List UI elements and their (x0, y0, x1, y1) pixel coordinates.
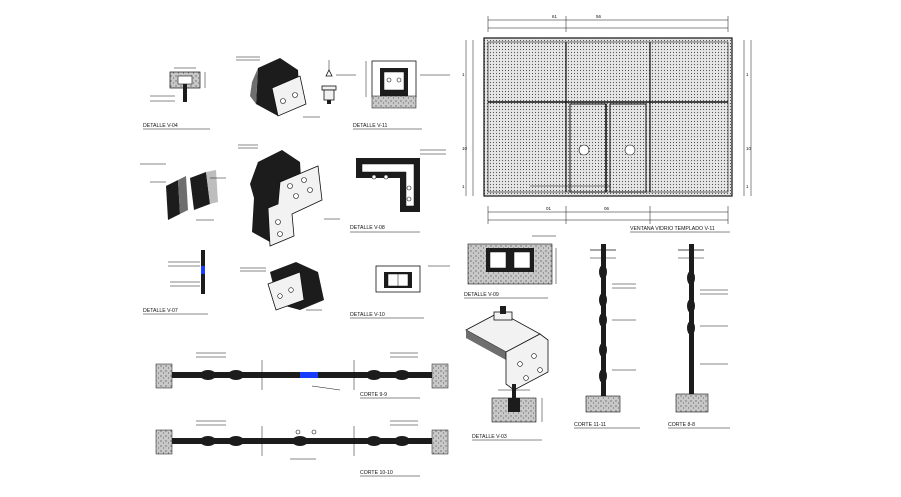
detalle-v08-title: DETALLE V-08 (350, 225, 385, 231)
detalle-v10: DETALLE V-10 (350, 265, 450, 319)
top-dim-1: 61 (552, 14, 558, 19)
corte-8-8: CORTE 8-8 (668, 244, 730, 429)
corte-9-9-title: CORTE 9-9 (360, 392, 387, 398)
detalle-v08: DETALLE V-08 (350, 149, 446, 233)
detalle-v07-title: DETALLE V-07 (143, 308, 178, 314)
detalle-v04-title: DETALLE V-04 (143, 123, 178, 129)
left-dim-3: 1 (462, 184, 465, 189)
corte-11-11-title: CORTE 11-11 (574, 422, 606, 428)
left-dim-2: 10 (462, 146, 468, 151)
right-dim-2: 10 (746, 146, 752, 151)
window-elevation: 61 56 1 10 1 1 10 1 01 06 VENTA (462, 14, 752, 233)
detalle-v10-title: DETALLE V-10 (350, 312, 385, 318)
detalle-v03-title: DETALLE V-03 (472, 434, 507, 440)
detalle-v07: DETALLE V-07 (143, 250, 208, 315)
window-elevation-title: VENTANA VIDRIO TEMPLADO V-11 (630, 226, 715, 232)
bottom-dim-1: 01 (546, 206, 552, 211)
right-dim-3: 1 (746, 184, 749, 189)
detalle-v11: DETALLE V-11 (353, 60, 450, 130)
clip-3d-detail (140, 163, 226, 221)
corte-11-11: CORTE 11-11 (574, 244, 640, 429)
small-plate-3d (240, 262, 324, 311)
detalle-v11-title: DETALLE V-11 (353, 123, 388, 129)
detalle-v09: DETALLE V-09 (464, 235, 557, 299)
detalle-v03: DETALLE V-03 (465, 306, 549, 441)
corte-9-9: CORTE 9-9 (155, 352, 449, 399)
detalle-v04: DETALLE V-04 (143, 67, 210, 130)
bolt-detail (321, 60, 356, 104)
bottom-dim-2: 06 (604, 206, 610, 211)
corte-10-10: CORTE 10-10 (155, 420, 449, 477)
corte-8-8-title: CORTE 8-8 (668, 422, 695, 428)
corte-10-10-title: CORTE 10-10 (360, 470, 393, 476)
left-dim-1: 1 (462, 72, 465, 77)
right-dim-1: 1 (746, 72, 749, 77)
top-dim-2: 56 (596, 14, 602, 19)
angle-bracket-3d-1 (236, 56, 320, 118)
detalle-v09-title: DETALLE V-09 (464, 292, 499, 298)
l-plate-3d (238, 144, 340, 247)
